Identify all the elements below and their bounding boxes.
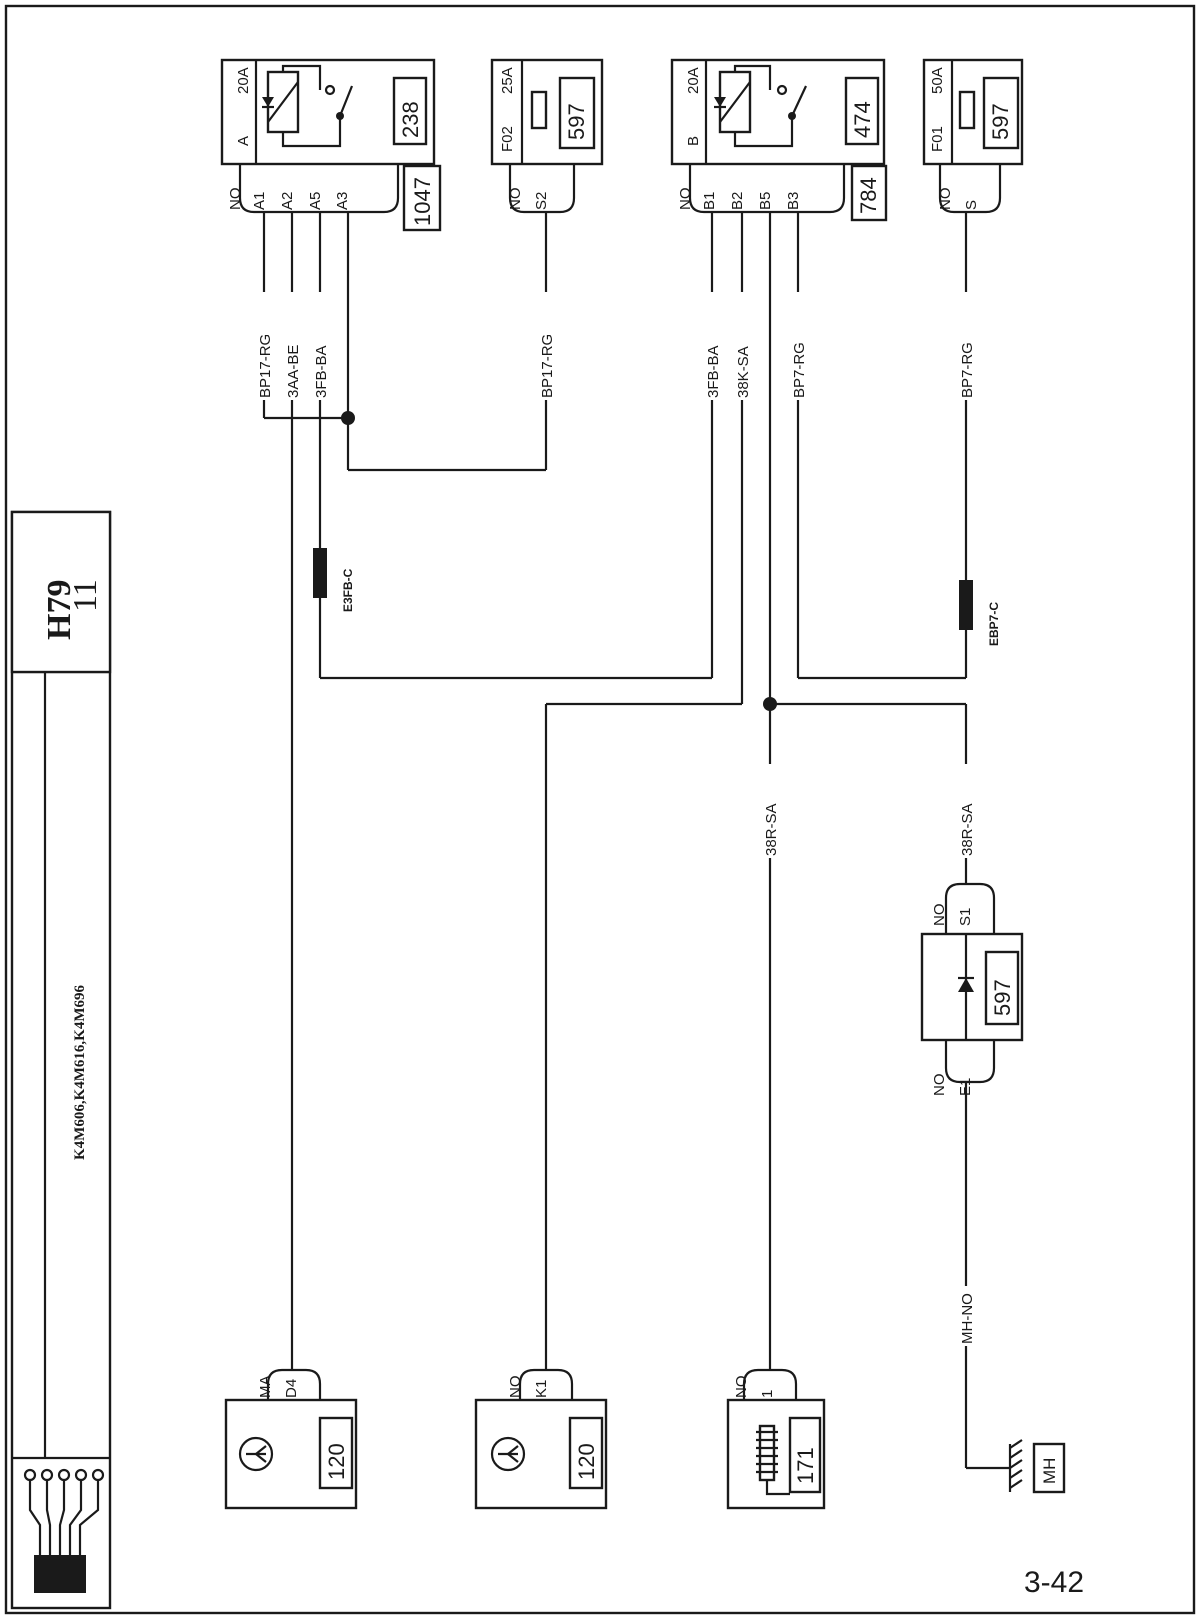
svg-text:20A: 20A: [685, 67, 702, 94]
ground-label: MH: [1040, 1458, 1059, 1484]
svg-text:S: S: [963, 200, 980, 210]
sensor-120-b: NO K1 120: [474, 1368, 608, 1510]
wire-label: BP7-RG: [959, 342, 976, 398]
wire-label: 38K-SA: [735, 346, 752, 398]
svg-text:B3: B3: [785, 192, 802, 210]
wire-label: MH-NO: [959, 1293, 976, 1344]
svg-text:EBP7-C: EBP7-C: [987, 602, 1001, 646]
title-strip-frame: [10, 510, 112, 1610]
fuse-f01: 50A F01 597 NO S: [922, 58, 1024, 214]
relay-a-connector: 1047: [410, 177, 435, 226]
wire-label: BP7-RG: [791, 342, 808, 398]
svg-text:NO: NO: [733, 1376, 750, 1399]
fuse-f02-number: 597: [564, 103, 589, 140]
svg-text:B2: B2: [729, 192, 746, 210]
junction-dot: [341, 411, 355, 425]
svg-text:B: B: [685, 136, 702, 146]
relay-b: 20A B 474 784 NO B1 B2 B5 B3: [670, 58, 888, 222]
svg-text:A1: A1: [251, 192, 268, 210]
page-frame: [4, 4, 1196, 1615]
svg-text:50A: 50A: [929, 67, 946, 94]
svg-text:20A: 20A: [235, 67, 252, 94]
sensor-icon: [238, 1436, 274, 1472]
diode-597-number: 597: [990, 979, 1015, 1016]
svg-text:A3: A3: [334, 192, 351, 210]
wire-label: 3FB-BA: [705, 345, 722, 398]
svg-text:NO: NO: [931, 904, 948, 927]
diagram-subcode: 11: [67, 579, 104, 612]
diode-icon: [958, 978, 974, 992]
svg-text:B5: B5: [757, 192, 774, 210]
harness-icon: [23, 1468, 105, 1593]
wire-label: 3FB-BA: [313, 345, 330, 398]
wire-label: BP17-RG: [257, 334, 274, 398]
ground-mh: MH: [1008, 1439, 1066, 1494]
relay-b-connector: 784: [856, 177, 881, 214]
svg-text:NO: NO: [931, 1074, 948, 1097]
wires: BP17-RG 3AA-BE E3FB-C 3FB-BA BP17-RG 3FB…: [257, 212, 1010, 1470]
splice-e3fb: [313, 548, 327, 598]
svg-text:E1: E1: [957, 1078, 974, 1096]
wire-label: BP17-RG: [539, 334, 556, 398]
coil-icon: [756, 1424, 790, 1496]
diagram-code: H79: [41, 580, 78, 640]
relay-switch-icon: [338, 85, 354, 117]
sensor-icon: [490, 1436, 526, 1472]
fuse-f01-number: 597: [988, 103, 1013, 140]
splice-ebp7: [959, 580, 973, 630]
svg-text:D4: D4: [283, 1379, 300, 1398]
wire-label: 3AA-BE: [285, 345, 302, 398]
title-strip: H79 11 K4M606,K4M616,K4M696: [10, 510, 112, 1610]
sensor-120-a-number: 120: [324, 1443, 349, 1480]
svg-text:A: A: [235, 136, 252, 146]
component-171-number: 171: [793, 1447, 818, 1484]
svg-text:F02: F02: [499, 126, 516, 152]
svg-text:NO: NO: [677, 188, 694, 211]
engine-codes: K4M606,K4M616,K4M696: [72, 985, 88, 1160]
svg-text:K1: K1: [533, 1380, 550, 1398]
diode-597: NO S1 597 NO E1: [920, 882, 1024, 1097]
page-number: 3-42: [1024, 1566, 1084, 1599]
relay-switch-icon: [791, 85, 807, 117]
svg-text:1: 1: [759, 1390, 776, 1398]
component-171: NO 1 171: [726, 1368, 826, 1510]
fuse-icon: [958, 90, 976, 130]
svg-text:B1: B1: [701, 192, 718, 210]
sensor-120-b-number: 120: [574, 1443, 599, 1480]
svg-text:S1: S1: [957, 908, 974, 926]
svg-text:NO: NO: [507, 188, 524, 211]
diagram-code-box: [10, 510, 112, 674]
relay-b-number: 474: [850, 101, 875, 138]
fuse-icon: [530, 90, 548, 130]
relay-a: 20A A 238 1047 NO A1 A2 A5 A3: [220, 58, 442, 232]
svg-text:NO: NO: [227, 188, 244, 211]
svg-text:A2: A2: [279, 192, 296, 210]
wire-label: 38R-SA: [959, 803, 976, 856]
svg-text:F01: F01: [929, 126, 946, 152]
fuse-f02: 25A F02 597 NO S2: [490, 58, 604, 214]
sensor-120-a: MA D4 120: [224, 1368, 358, 1510]
svg-text:NO: NO: [507, 1376, 524, 1399]
svg-text:A5: A5: [307, 192, 324, 210]
svg-text:MA: MA: [257, 1376, 274, 1399]
relay-a-number: 238: [398, 101, 423, 138]
wire-label: 38R-SA: [763, 803, 780, 856]
svg-text:NO: NO: [937, 188, 954, 211]
svg-text:S2: S2: [533, 192, 550, 210]
svg-text:E3FB-C: E3FB-C: [341, 568, 355, 612]
svg-text:25A: 25A: [499, 67, 516, 94]
